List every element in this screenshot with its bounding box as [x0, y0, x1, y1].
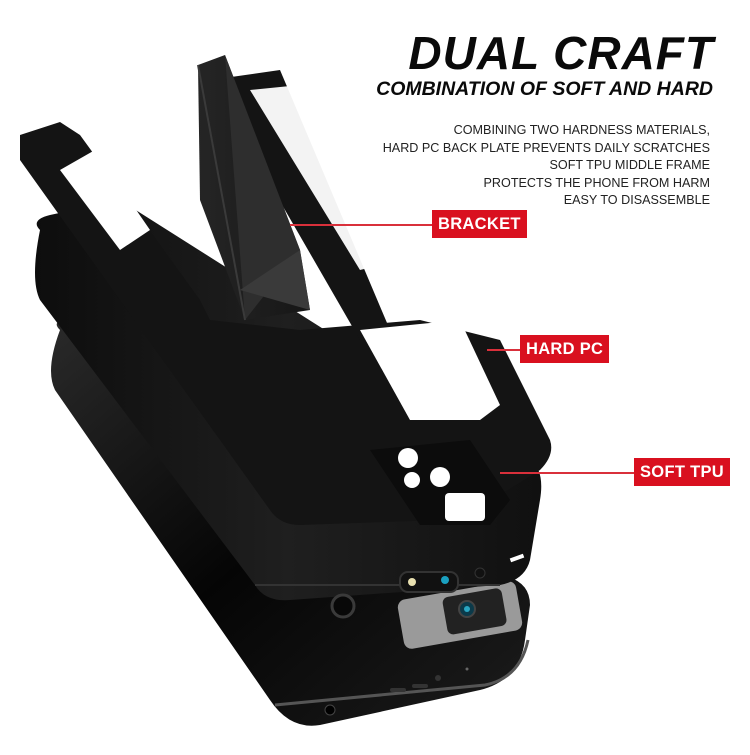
description-line: PROTECTS THE PHONE FROM HARM [483, 175, 710, 190]
hard-pc-callout-badge: HARD PC [520, 335, 610, 363]
soft-tpu-callout-badge: SOFT TPU [634, 458, 730, 486]
description-line: SOFT TPU MIDDLE FRAME [549, 158, 710, 173]
phone-body [51, 320, 530, 726]
feature-description: COMBINING TWO HARDNESS MATERIALS, HARD P… [383, 122, 710, 210]
headline-title: DUAL CRAFT [408, 27, 714, 79]
hard-pc-leader-line [487, 349, 520, 351]
description-line: HARD PC BACK PLATE PREVENTS DAILY SCRATC… [382, 140, 710, 155]
soft-tpu-leader-line [500, 472, 634, 474]
bracket-leader-line [290, 224, 432, 226]
description-line: COMBINING TWO HARDNESS MATERIALS, [453, 123, 710, 137]
bracket-callout-badge: BRACKET [432, 210, 527, 238]
headline-subtitle: COMBINATION OF SOFT AND HARD [376, 78, 713, 100]
bracket-kickstand [197, 55, 310, 321]
description-line: EASY TO DISASSEMBLE [563, 193, 710, 208]
